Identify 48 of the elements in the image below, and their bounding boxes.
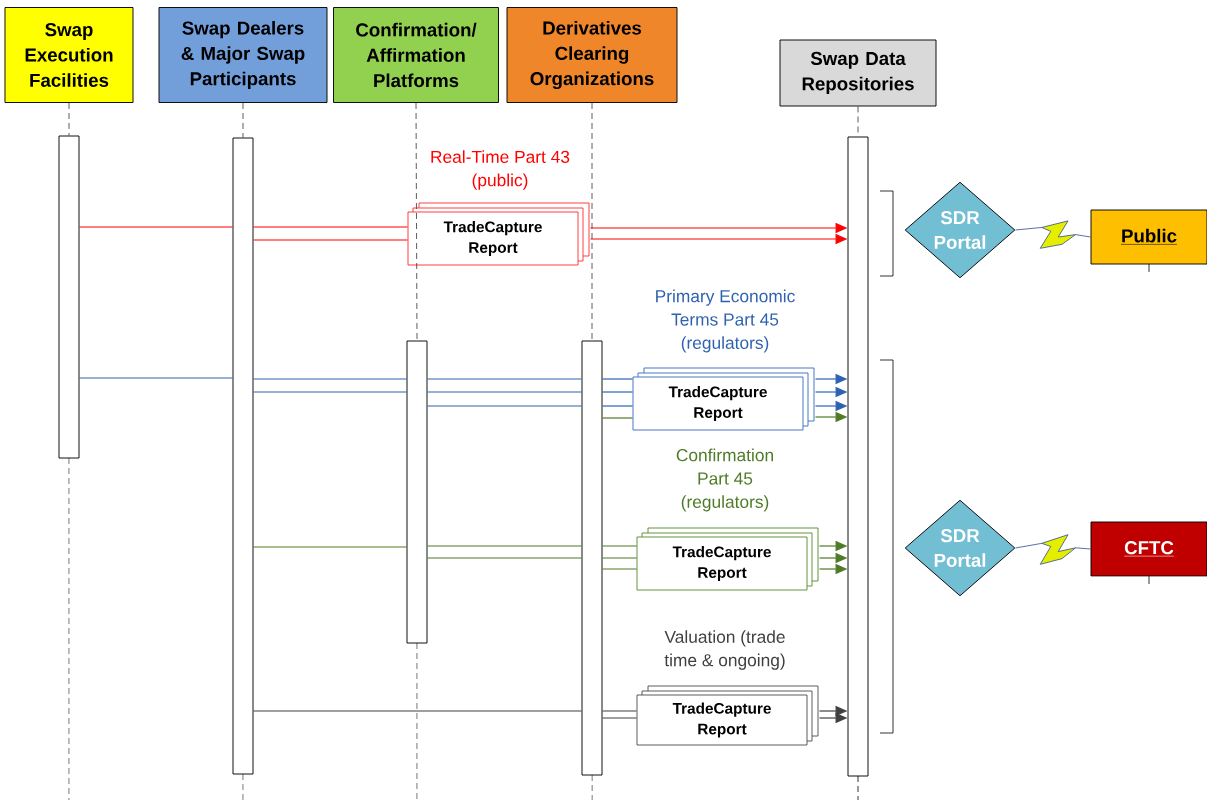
message-line — [601, 417, 634, 419]
message-line — [252, 546, 408, 548]
lifeline — [242, 102, 244, 138]
message-line — [426, 378, 583, 380]
message-line — [426, 405, 583, 407]
message-line — [601, 378, 634, 380]
message-line — [601, 710, 638, 712]
activation-bar — [581, 340, 603, 776]
message-label: Primary Economic Terms Part 45 (regulators) — [656, 289, 795, 353]
recipient-box: Public — [1090, 209, 1207, 265]
lifeline — [68, 102, 70, 136]
message-line — [426, 557, 583, 559]
message-line — [426, 391, 583, 393]
participant-box: Derivatives Clearing Organizations — [506, 7, 678, 103]
message-line — [252, 391, 408, 393]
message-line — [601, 568, 638, 570]
message-line — [601, 405, 634, 407]
message-line — [426, 545, 583, 547]
message-line — [78, 226, 234, 228]
lifeline — [415, 102, 418, 341]
activation-bar — [406, 340, 428, 644]
report-box: TradeCapture Report — [407, 202, 590, 266]
lightning-bolt — [1015, 534, 1091, 565]
report-box: TradeCapture Report — [632, 367, 815, 431]
message-line — [252, 239, 409, 241]
participant-box: Swap Dealers & Major Swap Participants — [158, 7, 328, 103]
message-line — [601, 391, 634, 393]
message-label: Confirmation Part 45 (regulators) — [676, 448, 773, 512]
message-label: Valuation (trade time & ongoing) — [664, 630, 785, 670]
participant-box: Confirmation/ Affirmation Platforms — [333, 7, 499, 103]
lifeline — [591, 102, 593, 341]
message-line — [252, 710, 583, 712]
lightning-bolt — [1015, 220, 1091, 249]
message-line — [252, 226, 409, 228]
participant-box: Swap Execution Facilities — [4, 7, 134, 103]
message-line — [601, 557, 638, 559]
message-label: Real-Time Part 43 (public) — [431, 150, 570, 190]
message-line — [252, 378, 408, 380]
participant-box: Swap Data Repositories — [779, 39, 937, 107]
activation-bar — [58, 135, 80, 459]
activation-bar — [232, 137, 254, 775]
activation-bar — [847, 136, 869, 777]
report-box: TradeCapture Report — [636, 685, 819, 746]
report-box: TradeCapture Report — [636, 527, 819, 591]
recipient-box: CFTC — [1090, 521, 1207, 577]
message-line — [78, 377, 234, 379]
message-line — [601, 717, 638, 719]
message-line — [601, 545, 638, 547]
